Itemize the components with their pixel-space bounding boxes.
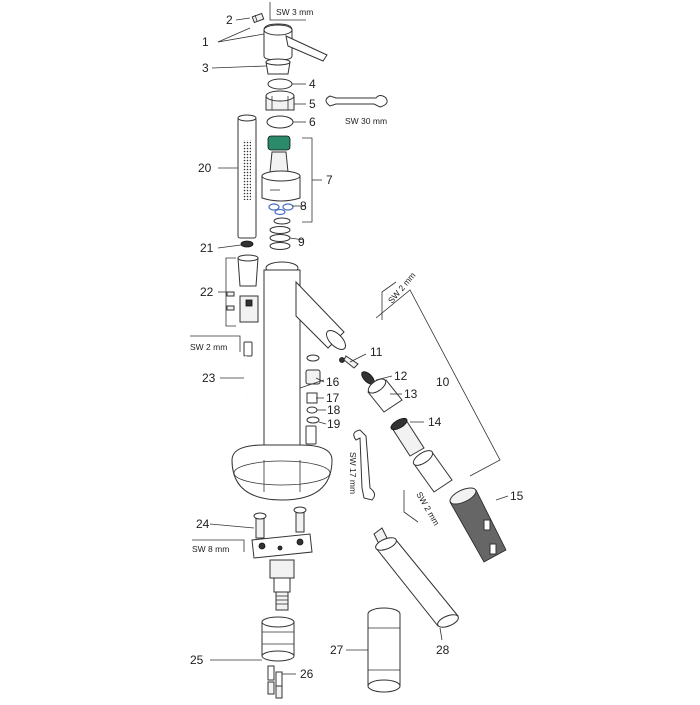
part-aerator-insert-14 [390, 417, 425, 457]
part-cover-cap [265, 58, 291, 75]
part-o-ring-16-top [306, 354, 320, 362]
bracket-10 [375, 289, 501, 477]
label-part-8: 8 [300, 199, 307, 213]
part-o-ring-6 [266, 115, 294, 129]
leader-lines [209, 17, 509, 675]
label-part-16: 16 [326, 375, 340, 389]
part-handle-lever [263, 23, 328, 62]
cartridge-cap [267, 135, 291, 151]
hex-key-sw3: SW 3 mm [269, 2, 313, 21]
part-pin-11 [339, 355, 359, 369]
label-part-23: 23 [202, 371, 216, 385]
label-part-17: 17 [326, 391, 340, 405]
part-o-ring-18 [306, 406, 318, 414]
label-part-10: 10 [436, 375, 450, 389]
label-part-26: 26 [300, 667, 314, 681]
label-part-7: 7 [326, 173, 333, 187]
part-threaded-shank [269, 559, 295, 611]
label-part-1: 1 [202, 35, 209, 49]
part-holder [226, 254, 259, 323]
tool-label-sw8: SW 8 mm [192, 544, 229, 554]
label-part-18: 18 [327, 403, 341, 417]
wrench-sw30: SW 30 mm [325, 95, 388, 126]
hex-key-sw2-left: SW 2 mm [190, 335, 241, 352]
tool-label-sw17: SW 17 mm [348, 452, 358, 494]
tool-label-sw2-top: SW 2 mm [386, 270, 418, 305]
tool-label-sw2-left: SW 2 mm [190, 342, 227, 352]
label-part-5: 5 [309, 97, 316, 111]
part-set-screw [251, 12, 265, 24]
label-part-11: 11 [370, 345, 383, 359]
part-mounting-plate [251, 533, 313, 559]
label-part-27: 27 [330, 643, 344, 657]
hex-key-sw8: SW 8 mm [192, 539, 245, 554]
part-mounting-bolts [253, 506, 307, 539]
label-part-19: 19 [327, 417, 341, 431]
label-part-6: 6 [309, 115, 316, 129]
part-spout-body [231, 261, 346, 501]
label-part-13: 13 [404, 387, 418, 401]
tool-label-sw2-lower: SW 2 mm [414, 490, 441, 527]
label-part-22: 22 [200, 285, 214, 299]
label-part-12: 12 [394, 369, 408, 383]
part-washer-21 [240, 240, 254, 248]
part-labels: 2 1 3 4 5 6 7 8 9 10 11 12 13 14 15 16 1… [190, 13, 524, 681]
label-part-9: 9 [298, 235, 305, 249]
part-seals-blue [268, 203, 294, 216]
tool-label-sw30: SW 30 mm [345, 116, 387, 126]
part-hand-shower [237, 114, 257, 239]
label-part-15: 15 [510, 489, 524, 503]
label-part-28: 28 [436, 643, 450, 657]
label-part-24: 24 [196, 517, 210, 531]
wrench-sw17: SW 17 mm [348, 429, 376, 501]
label-part-2: 2 [226, 13, 233, 27]
part-o-rings-9 [269, 217, 291, 250]
label-part-25: 25 [190, 653, 204, 667]
hex-key-sw2-lower: SW 2 mm [403, 490, 442, 527]
part-aerator-key [449, 487, 507, 563]
part-valve-17 [306, 392, 318, 404]
part-nipples-26 [267, 665, 283, 699]
part-o-ring-19 [306, 416, 320, 424]
hex-key-sw2-top: SW 2 mm [381, 270, 418, 320]
label-part-21: 21 [200, 241, 214, 255]
part-filter-housing [367, 607, 401, 693]
label-part-14: 14 [428, 415, 442, 429]
part-o-ring-4 [267, 78, 293, 90]
part-bonnet-nut [265, 90, 295, 111]
part-extension-28 [373, 527, 459, 628]
tool-label-sw3: SW 3 mm [276, 7, 313, 17]
part-sleeve-10 [412, 450, 453, 493]
part-nut-25 [261, 616, 295, 662]
label-part-20: 20 [198, 161, 212, 175]
part-cartridge [261, 135, 301, 202]
part-aerator-13 [367, 378, 403, 413]
label-part-3: 3 [202, 61, 209, 75]
label-part-4: 4 [309, 77, 316, 91]
